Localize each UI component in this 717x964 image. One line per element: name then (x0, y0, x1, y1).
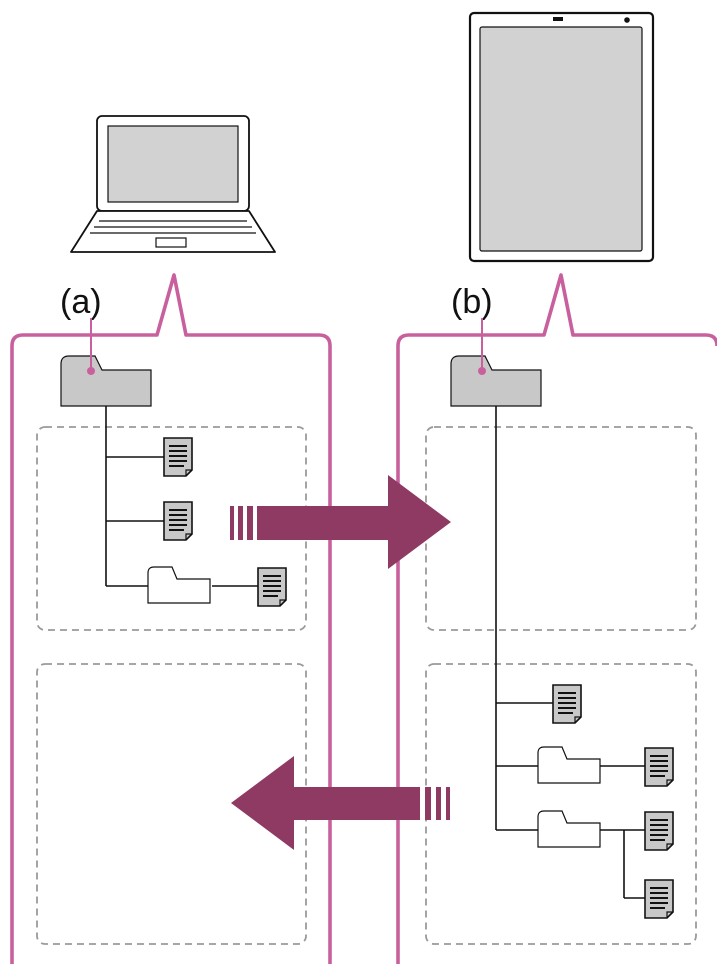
computer-panel (10, 273, 332, 964)
document-icon (552, 684, 582, 724)
folder-icon (450, 355, 542, 407)
device-folder-tree (450, 355, 674, 919)
folder-icon (537, 810, 601, 848)
label-a: (a) (60, 283, 102, 321)
document-icon (644, 811, 674, 851)
document-icon (644, 879, 674, 919)
arrow-left-icon (231, 756, 450, 850)
tablet-icon (468, 11, 655, 263)
arrow-right-icon (230, 475, 451, 569)
device-panel (396, 273, 717, 964)
computer-upper-region (36, 426, 307, 631)
device-upper-region (425, 426, 697, 631)
laptop-icon (70, 115, 276, 253)
computer-folder-tree (60, 355, 287, 607)
document-icon (257, 567, 287, 607)
document-icon (644, 747, 674, 787)
document-icon (163, 437, 193, 477)
document-icon (163, 501, 193, 541)
label-b: (b) (451, 283, 493, 321)
folder-icon (60, 355, 152, 407)
folder-icon (147, 566, 211, 604)
folder-icon (537, 746, 601, 784)
